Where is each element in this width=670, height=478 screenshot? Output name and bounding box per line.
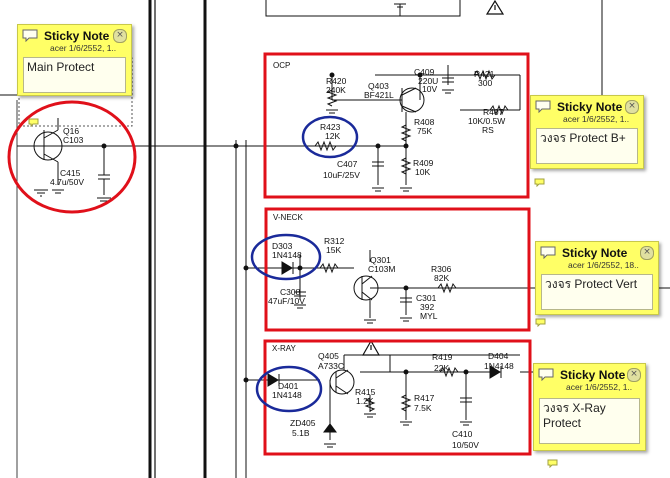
sticky-note-icon (22, 29, 38, 42)
label-r407-value: 10K/0.5W (468, 116, 506, 126)
section-label-xray: X-RAY (272, 344, 296, 353)
sticky-note-body[interactable]: วงจร Protect B+ (536, 128, 638, 164)
sticky-note-main-protect[interactable]: Sticky Note acer 1/6/2552, 1.. × Main Pr… (17, 24, 132, 96)
sticky-note-icon (540, 246, 556, 259)
main-protect-highlight-circle (7, 100, 137, 214)
sticky-note-body[interactable]: Main Protect (23, 57, 126, 93)
label-r421-value: 300 (478, 78, 493, 88)
label-d404-value: 1N4148 (484, 361, 514, 371)
label-q405-value: A733C (318, 361, 344, 371)
label-r419-value: 22K (434, 363, 450, 373)
close-icon[interactable]: × (113, 29, 127, 43)
sticky-note-protect-vert[interactable]: Sticky Note acer 1/6/2552, 18.. × วงจร P… (535, 241, 659, 315)
label-d404: D404 (488, 351, 509, 361)
label-d303-value: 1N4148 (272, 250, 302, 260)
sticky-note-header[interactable]: Sticky Note acer 1/6/2552, 1.. × (538, 367, 641, 392)
label-c301: C301 (416, 293, 437, 303)
label-r312-value: 15K (326, 245, 342, 255)
label-r417: R417 (414, 393, 435, 403)
sticky-note-meta: acer 1/6/2552, 18.. (568, 260, 639, 270)
label-r420: R420 (326, 76, 347, 86)
d303-highlight-circle (250, 233, 322, 281)
label-r417-value: 7.5K (414, 403, 432, 413)
sticky-note-header[interactable]: Sticky Note acer 1/6/2552, 1.. × (535, 99, 639, 124)
sticky-note-title: Sticky Note (44, 29, 110, 43)
label-c409: C409 (414, 67, 435, 77)
label-zd405-value: 5.1B (292, 428, 310, 438)
label-c415-value: 4.7u/50V (50, 177, 85, 187)
label-c308: C308 (280, 287, 301, 297)
label-q301: Q301 (370, 255, 391, 265)
label-r409: R409 (413, 158, 434, 168)
label-c415: C415 (60, 168, 81, 178)
sticky-note-title: Sticky Note (557, 100, 623, 114)
sticky-note-xray-protect[interactable]: Sticky Note acer 1/6/2552, 1.. × วงจร X-… (533, 363, 646, 451)
label-c301-value: 392 (420, 302, 435, 312)
label-r423-value: 12K (325, 131, 341, 141)
ocp-highlight-box (263, 52, 530, 199)
sticky-note-icon (535, 100, 551, 113)
label-r420-value: 240K (326, 85, 346, 95)
label-q16: Q16 (63, 126, 80, 136)
sticky-note-header[interactable]: Sticky Note acer 1/6/2552, 18.. × (540, 245, 654, 270)
comment-icon[interactable] (534, 178, 545, 187)
label-q403-value: BF421L (364, 90, 394, 100)
label-r407-value2: RS (482, 125, 494, 135)
label-r312: R312 (324, 236, 345, 246)
d401-highlight-circle (255, 365, 323, 413)
xray-highlight-box (263, 339, 532, 456)
label-r421: R421 (474, 69, 495, 79)
r423-highlight-circle (301, 115, 359, 159)
label-c409-value2: 10V (422, 84, 438, 94)
label-r419: R419 (432, 352, 453, 362)
label-r306-value: 82K (434, 273, 450, 283)
comment-icon[interactable] (547, 459, 558, 468)
sticky-note-title: Sticky Note (562, 246, 628, 260)
label-r408-value: 75K (417, 126, 433, 136)
label-r407: R407 (483, 107, 504, 117)
close-icon[interactable]: × (640, 246, 654, 260)
sticky-note-title: Sticky Note (560, 368, 626, 382)
sticky-note-body[interactable]: วงจร X-Ray Protect (539, 398, 640, 444)
label-c410: C410 (452, 429, 473, 439)
label-r306: R306 (431, 264, 452, 274)
label-d401: D401 (278, 381, 299, 391)
sticky-note-header[interactable]: Sticky Note acer 1/6/2552, 1.. × (22, 28, 127, 53)
close-icon[interactable]: × (627, 368, 641, 382)
label-q403: Q403 (368, 81, 389, 91)
sticky-note-protect-bplus[interactable]: Sticky Note acer 1/6/2552, 1.. × วงจร Pr… (530, 95, 644, 169)
label-d401-value: 1N4148 (272, 390, 302, 400)
label-c103: C103 (63, 135, 84, 145)
sticky-note-meta: acer 1/6/2552, 1.. (563, 114, 630, 124)
sticky-note-meta: acer 1/6/2552, 1.. (50, 43, 117, 53)
comment-icon[interactable] (28, 118, 39, 127)
label-c407: C407 (337, 159, 358, 169)
label-c410-value: 10/50V (452, 440, 479, 450)
label-r415-value: 1.2K (356, 396, 374, 406)
label-q301-value: C103M (368, 264, 396, 274)
label-c301-value2: MYL (420, 311, 438, 321)
label-r415: R415 (355, 387, 376, 397)
label-c409-value1: 220U (418, 76, 439, 86)
label-r409-value: 10K (415, 167, 431, 177)
sticky-note-icon (538, 368, 554, 381)
label-q405: Q405 (318, 351, 339, 361)
label-d303: D303 (272, 241, 293, 251)
comment-icon[interactable] (535, 318, 546, 327)
warning-triangle-icon (361, 339, 381, 356)
label-c407-value: 10uF/25V (323, 170, 360, 180)
sticky-note-meta: acer 1/6/2552, 1.. (566, 382, 633, 392)
warning-triangle-icon (485, 0, 505, 15)
section-label-vneck: V-NECK (273, 213, 303, 222)
label-r408: R408 (414, 117, 435, 127)
close-icon[interactable]: × (625, 100, 639, 114)
label-zd405: ZD405 (290, 418, 316, 428)
section-label-ocp: OCP (273, 61, 291, 70)
label-c308-value: 47uF/10V (268, 296, 305, 306)
label-r423: R423 (320, 122, 341, 132)
sticky-note-body[interactable]: วงจร Protect Vert (541, 274, 653, 310)
vneck-highlight-box (264, 207, 531, 332)
